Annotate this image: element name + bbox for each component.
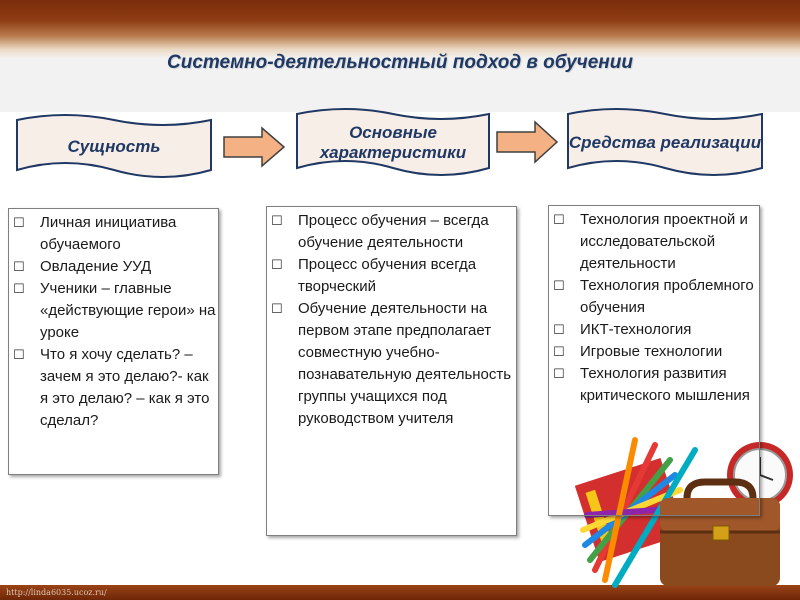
checkbox-bullet-icon: ☐ [553,278,565,293]
checkbox-bullet-icon: ☐ [13,281,25,296]
means-list: ☐ Технология проектной и исследовательско… [549,209,759,407]
checkbox-bullet-icon: ☐ [553,322,565,337]
checkbox-bullet-icon: ☐ [13,347,25,362]
checkbox-bullet-icon: ☐ [553,344,565,359]
list-item-text: Ученики – главные «действующие герои» на… [40,280,216,341]
briefcase-pencils-clock-illustration [575,437,793,588]
header-banner-essence: Сущность [15,112,213,182]
right-arrow-icon [223,126,286,168]
list-item-text: ИКТ-технология [580,321,692,338]
checkbox-bullet-icon: ☐ [271,257,283,272]
list-item: ☐ Технология развития критического мышлен… [549,363,759,407]
list-item: ☐ Технология проектной и исследовательско… [549,209,759,275]
characteristics-list: ☐ Процесс обучения – всегда обучение деят… [267,210,516,430]
list-item-text: Процесс обучения – всегда обучение деяте… [298,212,489,251]
list-item-text: Что я хочу сделать? – зачем я это делаю?… [40,346,210,429]
list-item-text: Личная инициатива обучаемого [40,214,177,253]
header-banner-means: Средства реализации [566,106,764,180]
header-label: Сущность [67,137,161,156]
list-item-text: Технология проблемного обучения [580,277,754,316]
checkbox-bullet-icon: ☐ [271,301,283,316]
list-item: ☐ Игровые технологии [549,341,759,363]
list-item: ☐ Процесс обучения – всегда обучение деят… [267,210,516,254]
list-item: ☐ Личная инициатива обучаемого [9,212,218,256]
essence-box: ☐ Личная инициатива обучаемого ☐ Овладение… [8,208,219,475]
checkbox-bullet-icon: ☐ [553,366,565,381]
list-item-text: Технология развития критического мышлени… [580,365,750,404]
list-item: ☐ Что я хочу сделать? – зачем я это делаю… [9,344,218,432]
top-band [0,0,800,112]
banner-shape [16,114,212,178]
list-item: ☐ Ученики – главные «действующие герои» н… [9,278,218,344]
essence-list: ☐ Личная инициатива обучаемого ☐ Овладение… [9,212,218,432]
list-item: ☐ Процесс обучения всегда творческий [267,254,516,298]
list-item-text: Овладение УУД [40,258,152,275]
checkbox-bullet-icon: ☐ [271,213,283,228]
banner-shape [296,108,490,176]
right-arrow-icon [496,120,559,164]
list-item-text: Игровые технологии [580,343,723,360]
list-item: ☐ ИКТ-технология [549,319,759,341]
banner-shape [567,108,763,176]
list-item: ☐ Технология проблемного обучения [549,275,759,319]
checkbox-bullet-icon: ☐ [553,212,565,227]
characteristics-box: ☐ Процесс обучения – всегда обучение деят… [266,206,517,536]
list-item: ☐ Обучение деятельности на первом этапе п… [267,298,516,430]
checkbox-bullet-icon: ☐ [13,215,25,230]
header-label: Средства реализации [568,133,762,152]
footer-url: http://linda6035.ucoz.ru/ [6,588,107,597]
list-item-text: Процесс обучения всегда творческий [298,256,477,295]
list-item-text: Обучение деятельности на первом этапе пр… [298,300,512,427]
list-item-text: Технология проектной и исследовательской… [580,211,748,272]
slide-title: Системно-деятельностный подход в обучени… [167,52,633,73]
bottom-band [0,585,800,600]
header-banner-characteristics: Основные характеристики [295,106,491,180]
header-label: Основные характеристики [319,123,467,162]
means-box: ☐ Технология проектной и исследовательско… [548,205,760,516]
checkbox-bullet-icon: ☐ [13,259,25,274]
list-item: ☐ Овладение УУД [9,256,218,278]
